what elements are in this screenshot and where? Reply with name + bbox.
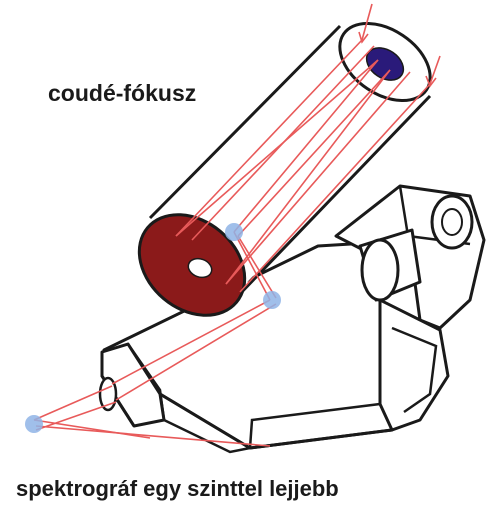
mount-fork xyxy=(334,184,486,432)
focus-spot-upper xyxy=(225,223,243,241)
telescope-tube xyxy=(137,21,432,317)
coude-focus-label: coudé-fókusz xyxy=(48,80,197,106)
focus-spot-middle xyxy=(263,291,281,309)
spectrograph-caption: spektrográf egy szinttel lejjebb xyxy=(16,476,339,501)
focus-spot-lower xyxy=(25,415,43,433)
light-rays xyxy=(33,3,441,447)
spectrograph-body xyxy=(98,238,454,454)
primary-mirror-hole xyxy=(187,257,213,279)
focus-spots xyxy=(25,223,281,433)
